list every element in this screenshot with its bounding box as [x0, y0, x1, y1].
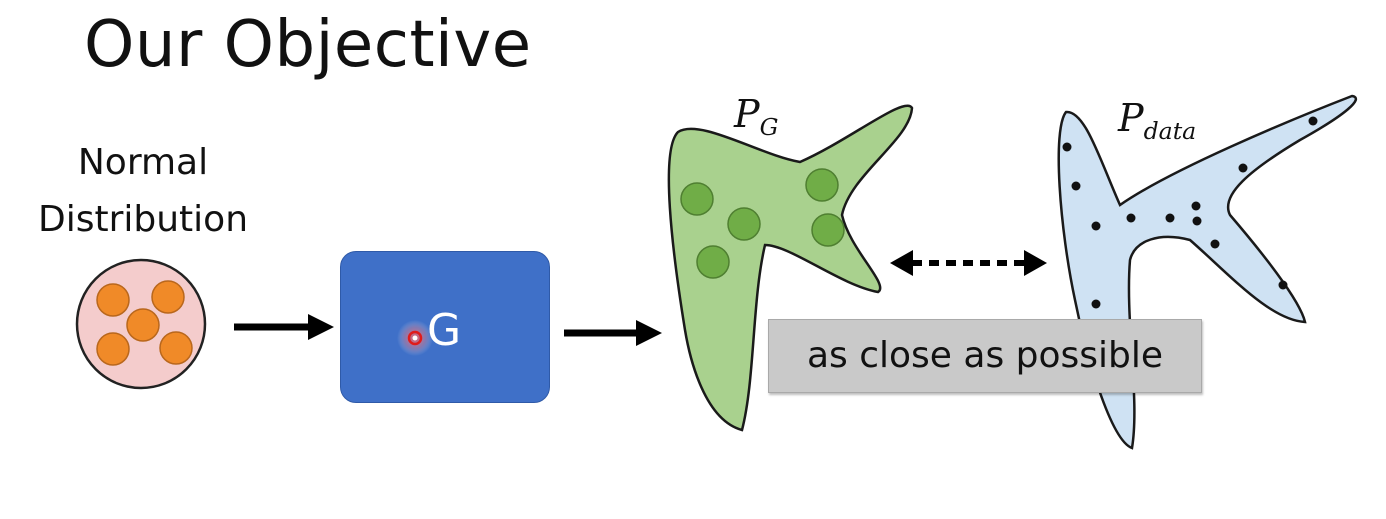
pdata-dot: [1238, 163, 1248, 173]
pg-label: PG: [734, 92, 778, 141]
pdata-label-sub: data: [1143, 117, 1197, 146]
normal-dot: [96, 332, 130, 366]
pg-blob: [667, 104, 914, 432]
pg-dot: [805, 168, 839, 202]
pdata-dot: [1165, 213, 1175, 223]
pdata-blob: [1057, 94, 1358, 450]
pdata-dot: [1062, 142, 1072, 152]
right-arrow-icon: [564, 320, 662, 346]
pdata-dot: [1191, 201, 1201, 211]
normal-dot: [126, 308, 160, 342]
pdata-label-base: P: [1118, 96, 1144, 140]
normal-dot: [151, 280, 185, 314]
normal-distribution-circle: [75, 258, 207, 390]
pg-dot: [680, 182, 714, 216]
pdata-dot: [1192, 216, 1202, 226]
slide-title: Our Objective: [84, 8, 532, 82]
pg-dot: [811, 213, 845, 247]
pg-dot: [696, 245, 730, 279]
caption-box: [768, 319, 1202, 393]
pdata-dot: [1071, 181, 1081, 191]
pdata-dot: [1278, 280, 1288, 290]
laser-pointer-icon: [397, 320, 433, 356]
pdata-label: Pdata: [1118, 96, 1196, 145]
normal-distribution-line1: Normal: [77, 142, 209, 183]
pdata-dot: [1210, 239, 1220, 249]
pdata-distribution-shape: [1057, 94, 1358, 450]
normal-distribution-label: Normal Distribution: [18, 134, 268, 248]
generator-box: [340, 251, 550, 403]
right-arrow-icon: [234, 314, 334, 340]
pdata-dot: [1091, 299, 1101, 309]
caption-text: as close as possible: [806, 335, 1164, 376]
pg-label-sub: G: [759, 113, 779, 142]
pdata-dot: [1126, 213, 1136, 223]
generator-label: G: [427, 305, 462, 356]
double-dashed-arrow-icon: [890, 250, 1047, 276]
pg-label-base: P: [734, 92, 760, 136]
pdata-dot: [1091, 221, 1101, 231]
pdata-dot: [1308, 116, 1318, 126]
pg-distribution-shape: [667, 104, 914, 432]
normal-dot: [96, 283, 130, 317]
normal-dot: [159, 331, 193, 365]
pg-dot: [727, 207, 761, 241]
normal-distribution-line2: Distribution: [37, 199, 249, 240]
